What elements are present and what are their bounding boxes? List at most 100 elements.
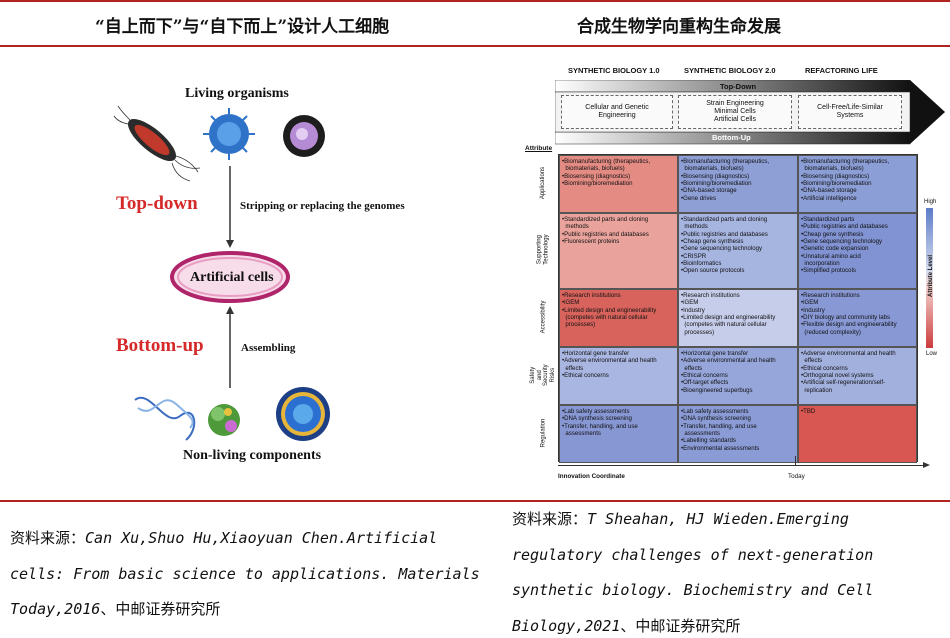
- innovation-axis-arrowhead: [923, 462, 930, 468]
- grid-cell-line: •iGEM: [562, 299, 580, 307]
- grid-cell: •Adverse environmental and health effect…: [798, 347, 917, 405]
- grid-cell-line: •Biosensing (diagnostics): [562, 172, 631, 180]
- stripping-label: Stripping or replacing the genomes: [240, 200, 405, 212]
- grid-cell-line: •Simplified protocols: [801, 267, 856, 275]
- grid-cell-line: •Artificial intelligence: [801, 194, 857, 202]
- protein-image: [208, 404, 240, 436]
- grid-cell-line: •Horizontal gene transfer: [681, 350, 749, 357]
- grid-cell-line: •Research institutions: [681, 292, 740, 299]
- grid-cell-line: •Public registries and databases: [681, 230, 768, 238]
- grid-cell-line: methods: [562, 223, 589, 231]
- grid-cell-line: •Biomanufacturing (therapeutics,: [562, 158, 651, 165]
- grid-cell: •Lab safety assessments•DNA synthesis sc…: [559, 405, 678, 463]
- row-label-supporting-technology: Supporting Technology: [536, 234, 549, 266]
- grid-cell-line: •Standardized parts and cloning: [681, 216, 768, 223]
- grid-cell-line: •Biomining/bioremediation: [562, 179, 633, 187]
- grid-cell-line: •TBD: [801, 408, 816, 415]
- grid-cell: •Research institutions•iGEM•Limited desi…: [559, 289, 678, 347]
- grid-cell: •Research institutions•iGEM•Industry•Lim…: [678, 289, 798, 347]
- grid-cell-line: (reduced complexity): [801, 328, 861, 336]
- living-organisms-label: Living organisms: [185, 86, 289, 101]
- grid-cell-line: •DNA-based storage: [801, 187, 857, 195]
- grid-cell-line: replication: [801, 386, 833, 394]
- legend-title: Attribute Level: [928, 254, 935, 298]
- grid-cell-line: •Cheap gene synthesis: [681, 237, 744, 245]
- grid-cell-line: •Public registries and databases: [562, 230, 649, 238]
- grid-cell-line: assessments: [562, 429, 601, 437]
- grid-cell-line: effects: [681, 364, 703, 372]
- attribute-label: Attribute: [525, 145, 553, 152]
- grid-cell-line: •DNA-based storage: [681, 187, 737, 195]
- grid-cell-line: •DNA synthesis screening: [681, 415, 751, 423]
- grid-cell-line: •Industry: [801, 306, 825, 314]
- era-label-2: SYNTHETIC BIOLOGY 2.0: [684, 66, 776, 75]
- row-label-applications: Applications: [540, 166, 547, 200]
- grid-cell-line: biomaterials, biofuels): [801, 165, 864, 173]
- grid-cell-line: •Adverse environmental and health: [801, 350, 896, 357]
- legend-low-label: Low: [926, 351, 938, 357]
- grid-cell-line: •Gene drives: [681, 194, 716, 202]
- grid-cell-line: •Labelling standards: [681, 437, 736, 445]
- top-down-label: Top-down: [116, 193, 198, 214]
- grid-cell-line: •Biomanufacturing (therapeutics,: [681, 158, 770, 165]
- bottom-up-band-label: Bottom-Up: [712, 133, 751, 142]
- grid-cell-line: •Biomanufacturing (therapeutics,: [801, 158, 890, 165]
- grid-cell-line: •Transfer, handling, and use: [681, 422, 757, 430]
- grid-cell-line: •iGEM: [681, 299, 699, 307]
- grid-cell-line: effects: [562, 364, 584, 372]
- grid-cell-line: biomaterials, biofuels): [681, 165, 744, 173]
- artificial-cell-ellipse: [170, 251, 290, 303]
- grid-cell-line: •Biosensing (diagnostics): [801, 172, 870, 180]
- grid-cell-line: •Ethical concerns: [681, 371, 728, 379]
- grid-cell-line: •Transfer, handling, and use: [562, 422, 638, 430]
- grid-cell-line: •Artificial self-regeneration/self-: [801, 379, 886, 387]
- assembling-label: Assembling: [241, 342, 296, 354]
- era-label-1: SYNTHETIC BIOLOGY 1.0: [568, 66, 660, 75]
- grid-cell-line: •Public registries and databases: [801, 223, 888, 231]
- liposome-image: [276, 387, 330, 441]
- grid-cell-line: •Adverse environmental and health: [562, 357, 657, 365]
- artificial-cells-label: Artificial cells: [190, 270, 274, 285]
- grid-cell-line: •Lab safety assessments: [681, 408, 749, 415]
- grid-cell-line: •Research institutions: [801, 292, 860, 299]
- grid-cell-line: •Biomining/bioremediation: [801, 179, 872, 187]
- grid-cell: •TBD: [798, 405, 917, 463]
- grid-cell-line: •Fluorescent proteins: [562, 237, 620, 245]
- grid-cell: •Standardized parts•Public registries an…: [798, 213, 917, 289]
- grid-cell: •Research institutions•iGEM•Industry•DIY…: [798, 289, 917, 347]
- artificial-cells-illustration: [113, 105, 330, 441]
- bottom-up-arrowhead: [226, 306, 234, 314]
- left-source-citation: 资料来源：Can Xu,Shuo Hu,Xiaoyuan Chen.Artifi…: [10, 529, 480, 618]
- left-figure-title: “自上而下”与“自下而上”设计人工细胞: [95, 17, 390, 37]
- grid-cell: •Biomanufacturing (therapeutics, biomate…: [678, 155, 798, 213]
- grid-cell-line: •Standardized parts: [801, 216, 855, 223]
- right-figure-title: 合成生物学向重构生命发展: [577, 17, 781, 37]
- cell-image: [283, 115, 325, 157]
- grid-cell-line: •Adverse environmental and health: [681, 357, 776, 365]
- grid-cell-line: •Flexible design and engineerability: [801, 321, 897, 329]
- today-tick: [795, 456, 796, 466]
- legend-high-label: High: [924, 199, 937, 205]
- innovation-coordinate-label: Innovation Coordinate: [558, 473, 625, 480]
- attribute-grid: •Biomanufacturing (therapeutics, biomate…: [558, 154, 918, 463]
- grid-cell: •Horizontal gene transfer•Adverse enviro…: [678, 347, 798, 405]
- virus-image: [203, 108, 255, 160]
- grid-cell-line: •Gene sequencing technology: [801, 237, 883, 245]
- grid-cell: •Standardized parts and cloning methods•…: [559, 213, 678, 289]
- non-living-components-label: Non-living components: [183, 448, 322, 463]
- grid-cell-line: •Unnatural amino acid: [801, 252, 861, 260]
- grid-cell-line: •DIY biology and community labs: [801, 313, 891, 321]
- row-label-safety-security: Safety and Security Risks: [529, 364, 556, 386]
- grid-cell-line: •DNA synthesis screening: [562, 415, 632, 423]
- grid-cell-line: •Bioinformatics: [681, 259, 722, 267]
- grid-cell: •Lab safety assessments•DNA synthesis sc…: [678, 405, 798, 463]
- grid-cell-line: methods: [681, 223, 708, 231]
- grid-cell-line: •Limited design and engineerability: [562, 306, 657, 314]
- row-label-accessibility: Accessibility: [540, 300, 546, 334]
- grid-cell-line: •Off-target effects: [681, 379, 729, 387]
- top-down-arrowhead: [226, 240, 234, 248]
- right-source-citation: 资料来源：T Sheahan, HJ Wieden.Emerging regul…: [512, 510, 874, 635]
- artificial-cells-figure: Living organisms Top-down Stripping or r…: [0, 48, 475, 498]
- grid-cell-line: effects: [801, 357, 823, 365]
